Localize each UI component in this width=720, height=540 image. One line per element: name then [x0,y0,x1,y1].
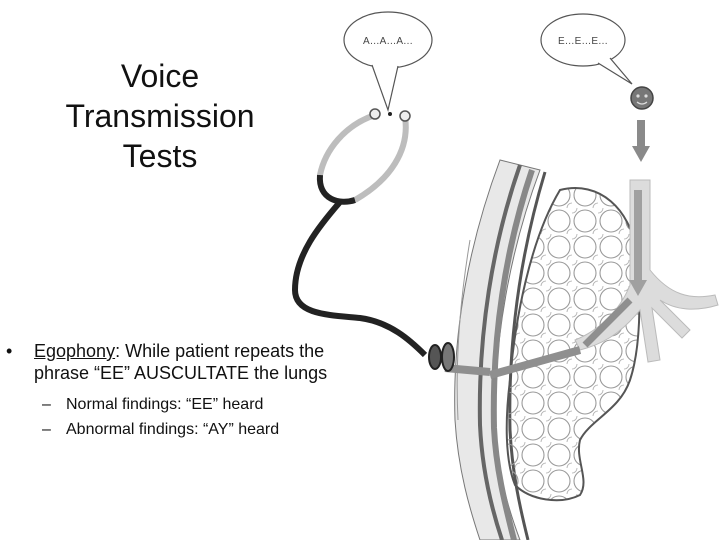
sub-item-normal: – Normal findings: “EE” heard [0,392,380,417]
patient-head-icon [630,86,654,110]
bullet-marker: • [6,341,13,361]
bullet-text: : While patient repeats the phrase “EE” … [34,341,328,383]
sub-item-text: Normal findings: “EE” heard [66,396,264,413]
bullet-egophony: • Egophony: While patient repeats the ph… [0,340,380,384]
sub-item-abnormal: – Abnormal findings: “AY” heard [0,417,380,442]
sub-item-text: Abnormal findings: “AY” heard [66,421,280,438]
title-line-3: Tests [122,138,198,174]
heard-sound-text: A…A…A… [363,36,413,47]
title-line-1: Voice [120,58,200,94]
sub-list: – Normal findings: “EE” heard – Abnormal… [0,392,380,442]
slide-title: Voice Transmission Tests [40,56,280,176]
stethoscope-icon [291,108,455,372]
heard-sound-bubble: A…A…A… [343,11,433,113]
sub-marker: – [42,421,51,438]
spoken-sound-bubble: E…E…E… [540,13,633,85]
chest-wall [454,159,547,540]
sound-path [444,120,650,379]
bullet-list: • Egophony: While patient repeats the ph… [0,340,380,442]
lung [505,187,641,502]
sub-marker: – [42,396,51,413]
bullet-term: Egophony [34,341,116,361]
spoken-sound-text: E…E…E… [558,36,608,47]
title-line-2: Transmission [65,98,255,134]
